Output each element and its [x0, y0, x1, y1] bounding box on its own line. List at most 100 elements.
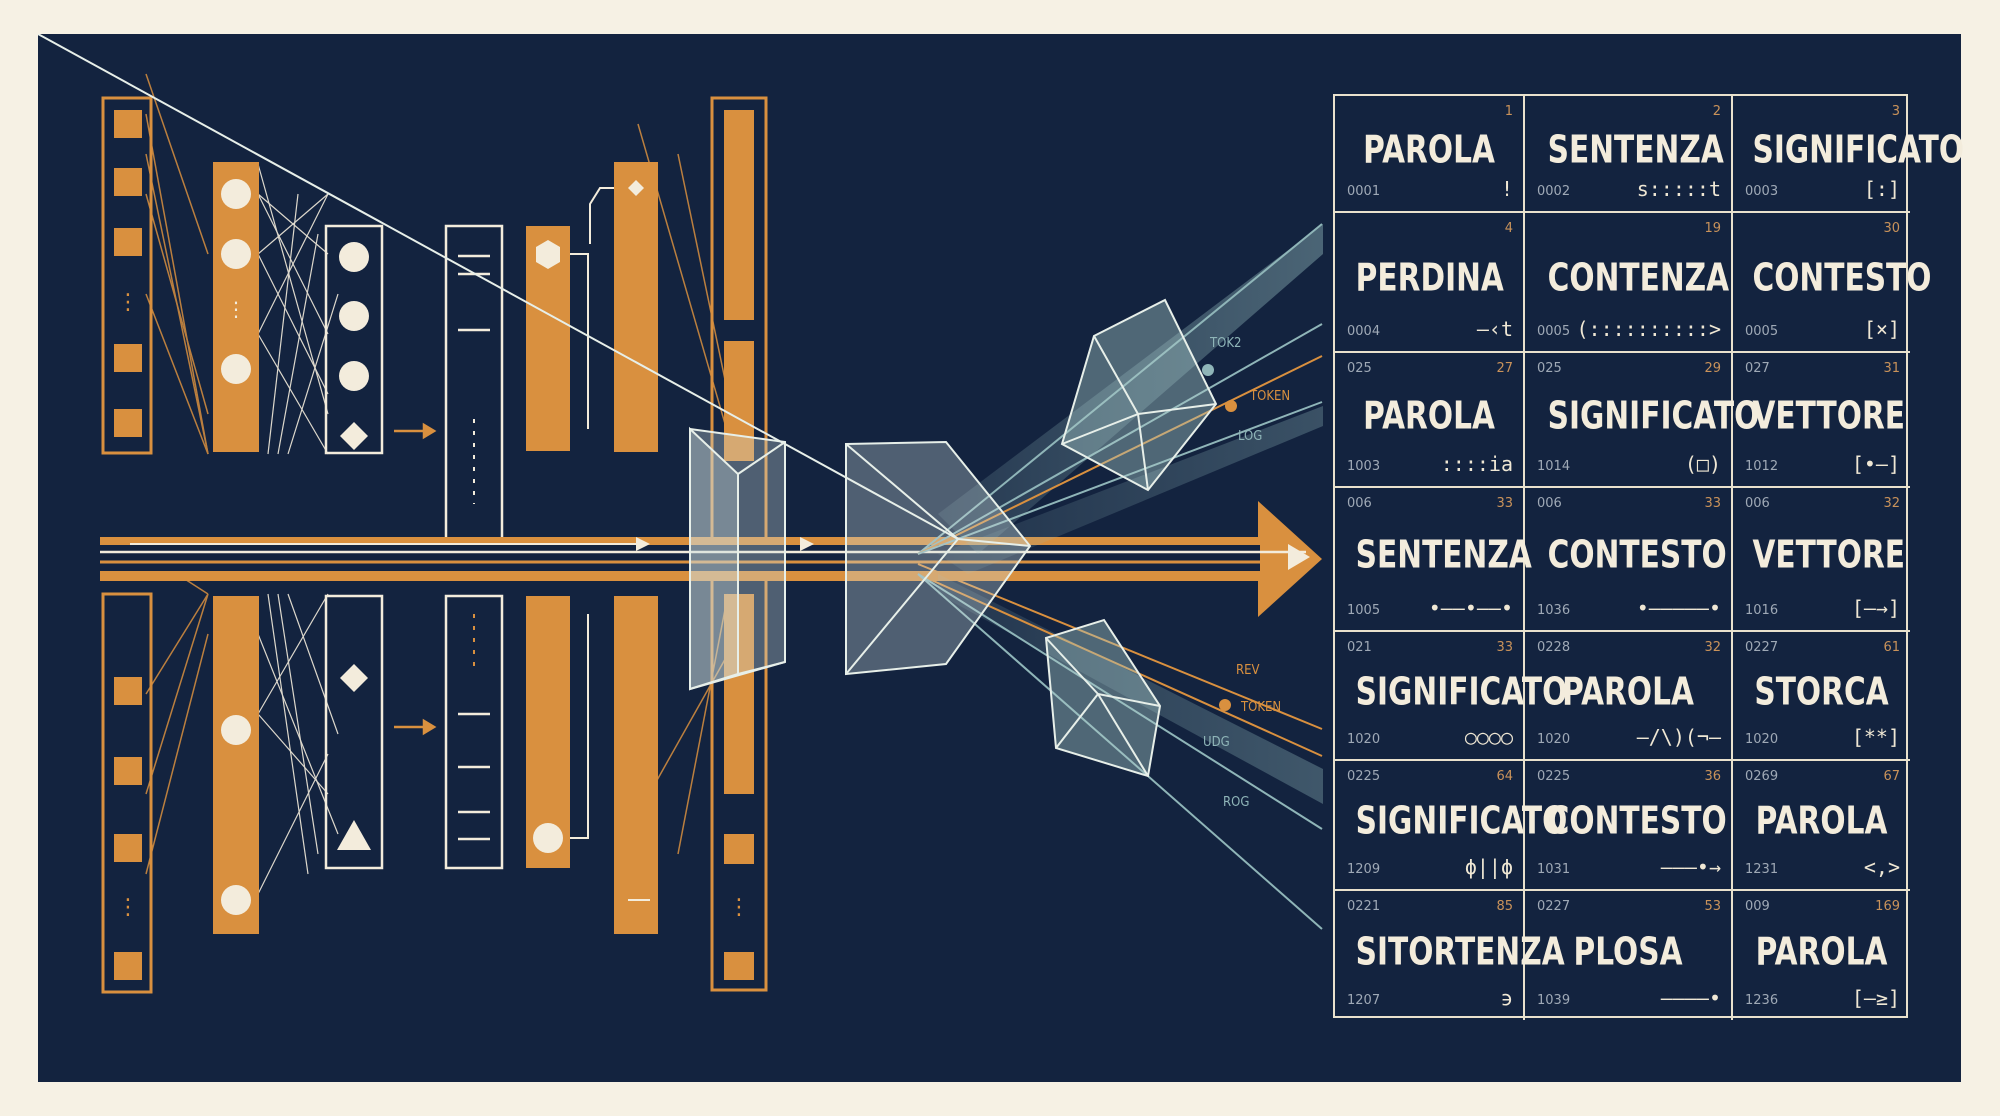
svg-text:⋮: ⋮: [226, 297, 246, 321]
cell-index-top: 025: [1537, 361, 1562, 376]
cell-count: 2: [1712, 104, 1721, 119]
diagram-canvas: ⋮ ⋮ ⋮: [38, 34, 1323, 994]
cell-word: PAROLA: [1363, 127, 1495, 172]
cell-symbol: •–––––•: [1636, 596, 1721, 620]
cell-id: 0005: [1745, 324, 1779, 339]
cell-symbol: (□): [1684, 452, 1721, 476]
cell-count: 64: [1496, 769, 1513, 784]
cell-id: 1231: [1745, 862, 1779, 877]
cream-connections: [257, 163, 339, 895]
feature-box: [324, 224, 384, 870]
cell-index-top: 027: [1745, 361, 1770, 376]
cell-id: 1039: [1537, 993, 1571, 1008]
cell-symbol: (::::::::::>: [1576, 317, 1722, 341]
cell-symbol: [**]: [1851, 725, 1900, 749]
cell-word: CONTESTO: [1547, 798, 1727, 843]
cell-symbol: ::::ia: [1440, 452, 1513, 476]
cell-symbol: •––•––•: [1428, 596, 1513, 620]
cell-count: 32: [1883, 496, 1900, 511]
cell-symbol: [:]: [1863, 177, 1900, 201]
cell-word: PAROLA: [1755, 798, 1888, 843]
cell-word: PAROLA: [1562, 669, 1694, 714]
prism-upper: [1060, 298, 1218, 492]
cell-index-top: 0228: [1537, 640, 1571, 655]
cell-id: 1209: [1347, 862, 1381, 877]
cell-count: 32: [1704, 640, 1721, 655]
cell-count: 3: [1891, 104, 1900, 119]
cell-word: CONTESTO: [1547, 532, 1727, 577]
cell-symbol: [–→]: [1851, 596, 1900, 620]
cell-symbol: !: [1500, 177, 1513, 201]
cell-count: 169: [1875, 899, 1900, 914]
cell-id: 1020: [1347, 732, 1381, 747]
cell-word: VETTORE: [1752, 393, 1906, 438]
input-column-left: ⋮ ⋮: [101, 96, 153, 994]
projection-bar: [526, 226, 589, 868]
cell-count: 19: [1704, 221, 1721, 236]
cell-count: 1: [1504, 104, 1513, 119]
cell-count: 61: [1883, 640, 1900, 655]
cell-id: 1005: [1347, 603, 1381, 618]
beam-label-token-upper: TOKEN: [1249, 389, 1290, 404]
cell-id: 0002: [1537, 184, 1571, 199]
cell-symbol: s:::::t: [1636, 177, 1721, 201]
cell-count: 33: [1704, 496, 1721, 511]
cell-index-top: 0225: [1347, 769, 1381, 784]
cell-symbol: [–≥]: [1851, 986, 1900, 1010]
cell-word: SIGNIFICATO: [1752, 127, 1965, 172]
cell-id: 1236: [1745, 993, 1779, 1008]
cell-count: 33: [1496, 640, 1513, 655]
cell-word: SIGNIFICATO: [1355, 669, 1568, 714]
cell-index-top: 025: [1347, 361, 1372, 376]
beam-label-udg: UDG: [1203, 735, 1230, 750]
cell-count: 36: [1704, 769, 1721, 784]
cell-count: 29: [1704, 361, 1721, 376]
cell-count: 30: [1883, 221, 1900, 236]
cell-symbol: ––––•: [1660, 986, 1721, 1010]
cell-index-top: 009: [1745, 899, 1770, 914]
cell-index-top: 021: [1347, 640, 1372, 655]
cell-index-top: 0227: [1537, 899, 1571, 914]
cell-count: 67: [1883, 769, 1900, 784]
cell-symbol: [•–]: [1851, 452, 1900, 476]
cell-id: 1031: [1537, 862, 1571, 877]
cell-word: PERDINA: [1355, 255, 1504, 300]
cell-symbol: ○○○○: [1464, 725, 1513, 749]
cell-index-top: 006: [1745, 496, 1770, 511]
cell-id: 1207: [1347, 993, 1381, 1008]
cell-id: 0005: [1537, 324, 1571, 339]
cell-word: CONTESTO: [1752, 255, 1932, 300]
cell-id: 0001: [1347, 184, 1381, 199]
svg-text:⋮: ⋮: [728, 895, 750, 920]
cell-id: 1014: [1537, 459, 1571, 474]
prism-center: [38, 34, 1032, 676]
cell-count: 31: [1883, 361, 1900, 376]
cell-id: 1012: [1745, 459, 1779, 474]
beam-labels: TOK2 TOKEN LOG REV TOKEN UDG ROG: [1203, 336, 1290, 810]
cell-count: 33: [1496, 496, 1513, 511]
cell-word: SIGNIFICATO: [1355, 798, 1568, 843]
cell-symbol: <,>: [1863, 855, 1900, 879]
cell-word: PAROLA: [1363, 393, 1495, 438]
prism-lower: [1044, 618, 1162, 778]
cell-word: VETTORE: [1752, 532, 1906, 577]
flow-arrows: [394, 422, 437, 736]
